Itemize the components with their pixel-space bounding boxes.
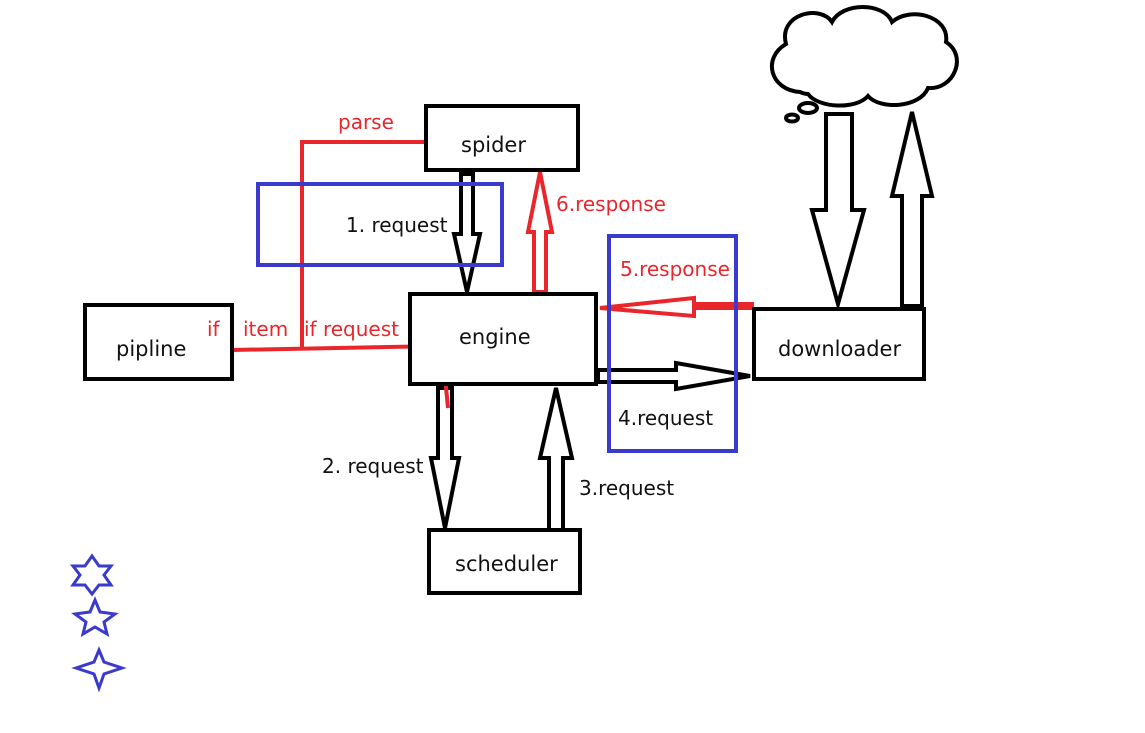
spider-label: spider — [461, 133, 526, 157]
cloud-icon — [769, 5, 959, 124]
request-4-label: 4.request — [618, 406, 713, 430]
star-icon-3 — [71, 646, 127, 693]
downloader-to-cloud-arrow — [889, 111, 935, 308]
downloader-label: downloader — [778, 337, 901, 361]
spider-box — [424, 104, 580, 172]
parse-label: parse — [338, 110, 394, 134]
engine-box — [408, 292, 598, 386]
scheduler-label: scheduler — [455, 552, 558, 576]
downloader-box — [752, 307, 926, 381]
if-request-label: if request — [304, 317, 399, 341]
request-1-label: 1. request — [346, 213, 448, 237]
engine-to-scheduler-arrow — [428, 386, 462, 529]
pipline-label: pipline — [116, 337, 186, 361]
downloader-to-engine-arrow — [599, 295, 754, 319]
star-icon-1 — [69, 553, 115, 597]
pipline-box — [83, 303, 234, 381]
response-6-label: 6.response — [556, 192, 666, 216]
request-3-label: 3.request — [579, 476, 674, 500]
engine-to-spider-arrow — [525, 171, 555, 294]
engine-label: engine — [459, 325, 531, 349]
request-highlight-box — [256, 182, 504, 267]
parse-line — [300, 140, 424, 350]
request-2-label: 2. request — [322, 454, 424, 478]
downloader-flow-highlight-box — [607, 234, 738, 453]
star-icon-2 — [71, 596, 119, 638]
scheduler-box — [427, 528, 582, 595]
response-5-label: 5.response — [620, 257, 730, 281]
item-label: item — [243, 317, 288, 341]
cloud-to-downloader-arrow — [809, 112, 867, 312]
engine-to-downloader-arrow — [596, 360, 751, 392]
spider-to-engine-arrow — [451, 172, 483, 293]
scheduler-to-engine-arrow — [537, 387, 575, 532]
if-label: if — [207, 317, 221, 341]
